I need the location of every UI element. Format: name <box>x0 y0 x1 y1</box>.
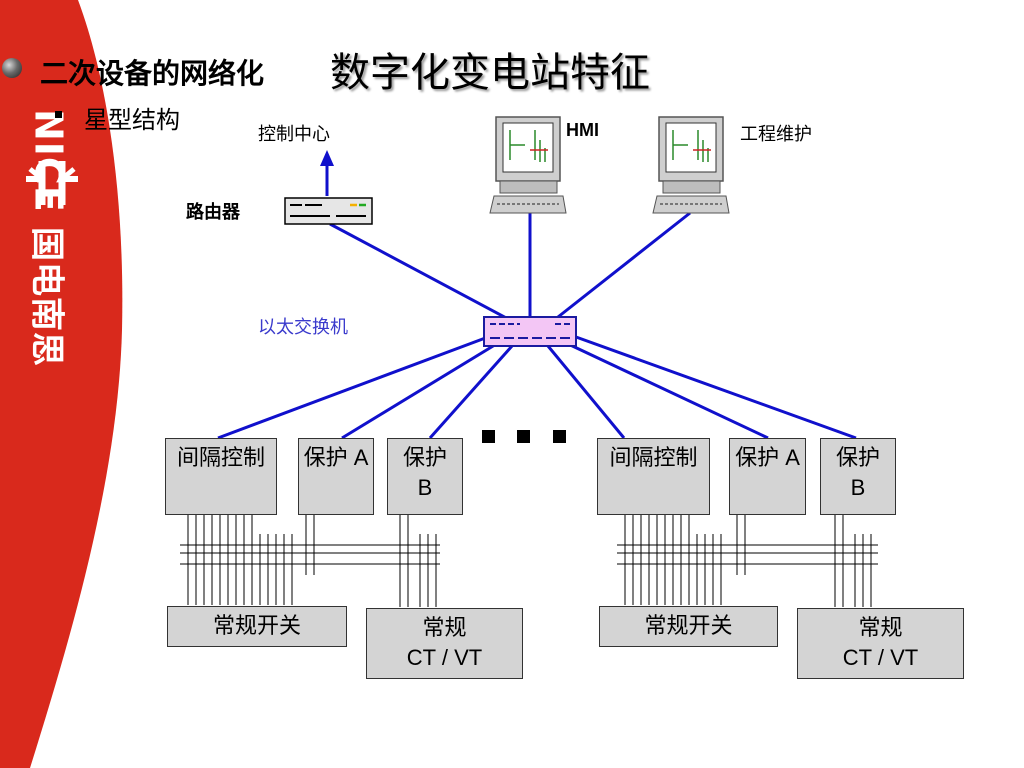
router-label: 路由器 <box>186 202 240 223</box>
link-switch-bay2 <box>546 345 626 439</box>
ctvt-label-line1: 常规 <box>858 615 903 640</box>
bay-control-label: 间隔控制 <box>609 445 698 470</box>
link-engineering-switch <box>557 211 691 319</box>
protection-b-label-line1: 保护 <box>402 445 447 470</box>
protection-b-label-line1: 保护 <box>835 445 880 470</box>
protection-a-label: 保护 A <box>303 445 369 470</box>
brand-logo-icon <box>26 161 78 205</box>
link-router-switch <box>329 222 511 322</box>
hardwire-bundle-left <box>180 514 440 607</box>
arrow-up-icon <box>320 150 334 196</box>
ethernet-switch-icon[interactable] <box>483 316 577 347</box>
protection-b-label-line2: B <box>417 475 433 500</box>
hardwire-bundle-right <box>617 514 878 607</box>
network-links <box>217 211 857 440</box>
brand-logo-text: NICE 国电南思 <box>26 109 75 367</box>
protection-b-label-line2: B <box>850 475 866 500</box>
title-bullet-icon <box>2 58 22 78</box>
hmi-label: HMI <box>566 120 599 140</box>
switchgear-left[interactable]: 常规开关 <box>167 606 347 647</box>
engineering-label: 工程维护 <box>740 124 812 145</box>
protection-b-right[interactable]: 保护 B <box>820 438 896 515</box>
slide-title-accent: 数字化变电站特征 <box>330 50 650 96</box>
subtitle-bullet-icon <box>55 111 62 118</box>
brand-red-band <box>0 0 123 768</box>
switch-label: 以太交换机 <box>258 317 348 338</box>
link-switch-protb2 <box>575 335 857 440</box>
control-center-label: 控制中心 <box>258 124 330 145</box>
protection-a-left[interactable]: 保护 A <box>298 438 374 515</box>
ctvt-left[interactable]: 常规 CT / VT <box>366 608 523 679</box>
link-switch-protb1 <box>428 345 514 439</box>
router-icon[interactable] <box>284 197 373 225</box>
engineering-workstation-icon[interactable] <box>652 116 730 214</box>
link-switch-prota2 <box>565 341 769 440</box>
switchgear-label: 常规开关 <box>644 613 733 638</box>
bay-control-right[interactable]: 间隔控制 <box>597 438 710 515</box>
ctvt-label-line1: 常规 <box>422 615 467 640</box>
link-switch-prota1 <box>341 341 499 440</box>
bay-control-left[interactable]: 间隔控制 <box>165 438 277 515</box>
protection-a-label: 保护 A <box>735 445 800 470</box>
slide-subtitle: 星型结构 <box>84 106 180 134</box>
ctvt-right[interactable]: 常规 CT / VT <box>797 608 964 679</box>
brand-chinese-name: 国电南思 <box>26 227 67 368</box>
link-switch-bay1 <box>217 335 489 440</box>
protection-a-right[interactable]: 保护 A <box>729 438 806 515</box>
ctvt-label-line2: CT / VT <box>406 645 483 670</box>
ctvt-label-line2: CT / VT <box>842 645 919 670</box>
switchgear-label: 常规开关 <box>212 613 301 638</box>
hmi-workstation-icon[interactable] <box>489 116 567 214</box>
switchgear-right[interactable]: 常规开关 <box>599 606 778 647</box>
slide-title: 二次设备的网络化 <box>40 57 265 90</box>
bay-control-label: 间隔控制 <box>176 445 265 470</box>
protection-b-left[interactable]: 保护 B <box>387 438 463 515</box>
brand-name: NICE <box>26 108 71 213</box>
